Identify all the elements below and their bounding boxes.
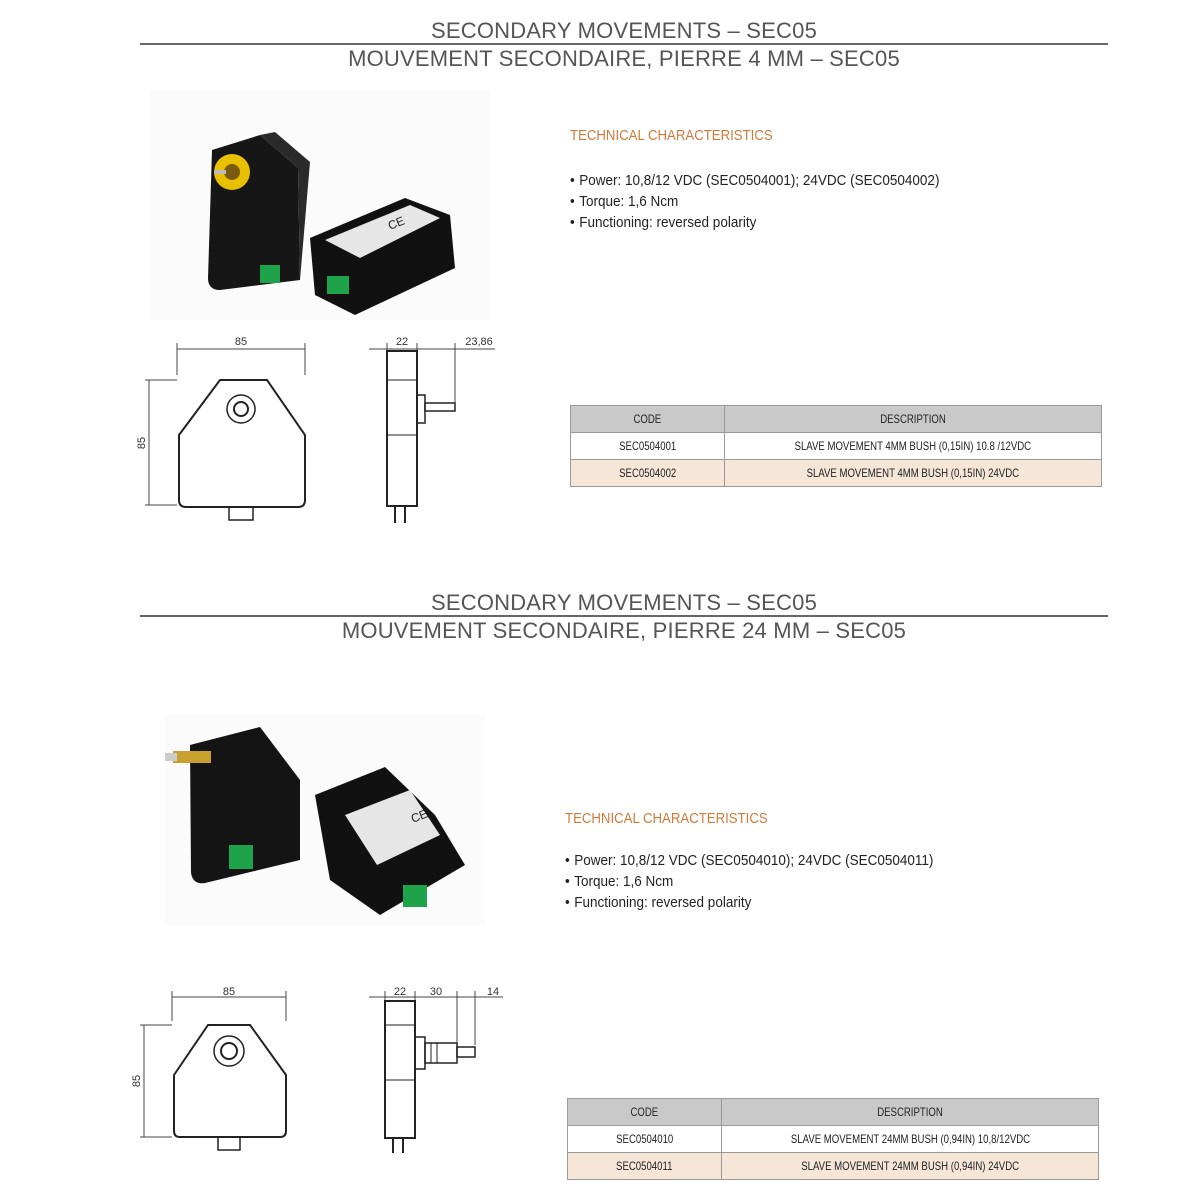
section2-title-fr: MOUVEMENT SECONDAIRE, PIERRE 24 MM – SEC…: [341, 618, 907, 643]
svg-text:CE: CE: [409, 807, 430, 826]
front-drawing-4mm: 85 85: [136, 336, 306, 521]
section2-code-table: CODE DESCRIPTION SEC0504010 SLAVE MOVEME…: [567, 1098, 1099, 1180]
section1-specs: Power: 10,8/12 VDC (SEC0504001); 24VDC (…: [570, 170, 939, 233]
svg-text:14: 14: [487, 986, 499, 998]
table-header-row: CODE DESCRIPTION: [567, 1098, 1099, 1126]
spec-power: Power: 10,8/12 VDC (SEC0504010); 24VDC (…: [565, 850, 933, 871]
header-description: DESCRIPTION: [880, 412, 946, 426]
spec-torque: Torque: 1,6 Ncm: [570, 191, 939, 212]
section2-title-en: SECONDARY MOVEMENTS – SEC05: [430, 590, 818, 615]
section1-tech-heading: TECHNICAL CHARACTERISTICS: [570, 127, 773, 144]
front-drawing-24mm: 85 85: [131, 986, 287, 1151]
svg-text:23,86: 23,86: [465, 336, 493, 348]
header-code: CODE: [630, 1105, 659, 1119]
section2-specs: Power: 10,8/12 VDC (SEC0504010); 24VDC (…: [565, 850, 933, 913]
svg-text:22: 22: [396, 336, 408, 348]
section1-title-fr: MOUVEMENT SECONDAIRE, PIERRE 4 MM – SEC0…: [348, 46, 900, 71]
svg-text:CE: CE: [386, 214, 407, 233]
product-photo-24mm: CE: [165, 715, 485, 925]
table-header-row: CODE DESCRIPTION: [570, 405, 1102, 433]
table-row: SEC0504002 SLAVE MOVEMENT 4MM BUSH (0,15…: [570, 459, 1102, 487]
svg-text:85: 85: [223, 986, 235, 998]
side-drawing-4mm: 22 23,86: [369, 336, 495, 523]
header-description: DESCRIPTION: [877, 1105, 943, 1119]
spec-functioning: Functioning: reversed polarity: [565, 892, 933, 913]
spec-power: Power: 10,8/12 VDC (SEC0504001); 24VDC (…: [570, 170, 939, 191]
table-row: SEC0504001 SLAVE MOVEMENT 4MM BUSH (0,15…: [570, 432, 1102, 460]
table-row: SEC0504011 SLAVE MOVEMENT 24MM BUSH (0,9…: [567, 1152, 1099, 1180]
section1-divider: [140, 43, 1108, 45]
spec-torque: Torque: 1,6 Ncm: [565, 871, 933, 892]
dim-height: 85: [136, 437, 148, 449]
section2-divider: [140, 615, 1108, 617]
section2-tech-heading: TECHNICAL CHARACTERISTICS: [565, 810, 768, 827]
svg-text:85: 85: [131, 1075, 143, 1087]
section1-code-table: CODE DESCRIPTION SEC0504001 SLAVE MOVEME…: [570, 405, 1102, 487]
side-drawing-24mm: 22 30 14: [369, 986, 503, 1153]
table-row: SEC0504010 SLAVE MOVEMENT 24MM BUSH (0,9…: [567, 1125, 1099, 1153]
spec-functioning: Functioning: reversed polarity: [570, 212, 939, 233]
svg-text:30: 30: [430, 986, 442, 998]
svg-text:22: 22: [394, 986, 406, 998]
product-photo-4mm: CE: [150, 90, 490, 320]
header-code: CODE: [633, 412, 662, 426]
section1-title-en: SECONDARY MOVEMENTS – SEC05: [430, 18, 818, 43]
dim-width: 85: [235, 336, 247, 348]
